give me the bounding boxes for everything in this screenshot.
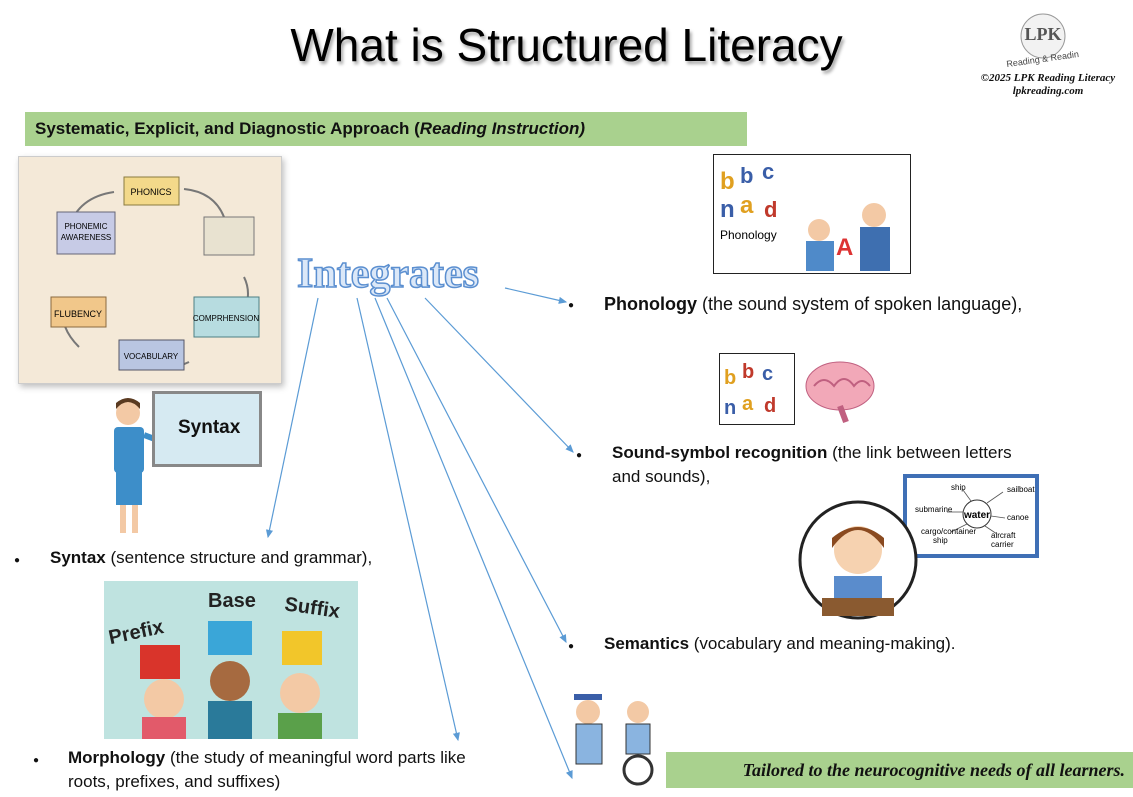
semantics-desc: (vocabulary and meaning-making). (689, 634, 956, 653)
integrates-heading: Integrates (296, 250, 479, 298)
bullet-syntax: Syntax (sentence structure and grammar), (50, 546, 470, 570)
bullet-dot: ● (568, 300, 575, 311)
svg-text:cargo/container: cargo/container (921, 527, 976, 536)
phonology-image-label: Phonology (720, 228, 777, 242)
syntax-board-label: Syntax (178, 417, 241, 438)
bullet-dot: ● (14, 555, 21, 566)
base-label: Base (208, 590, 256, 612)
brain-illustration (800, 356, 880, 433)
svg-text:ship: ship (933, 536, 948, 545)
letters-illustration: b b c n a d (719, 353, 795, 425)
bullet-dot: ● (576, 450, 583, 461)
syntax-board (152, 391, 262, 467)
suffix-label: Suffix (283, 593, 341, 623)
svg-text:VOCABULARY: VOCABULARY (124, 352, 179, 361)
sound-symbol-term: Sound-symbol recognition (612, 443, 828, 462)
svg-text:PHONEMIC: PHONEMIC (64, 222, 107, 231)
svg-text:b: b (740, 163, 753, 188)
bullet-dot: ● (568, 641, 575, 652)
svg-text:c: c (762, 159, 774, 184)
svg-text:A: A (836, 234, 853, 261)
svg-text:d: d (764, 197, 777, 222)
approach-banner: Systematic, Explicit, and Diagnostic App… (25, 112, 747, 146)
website-line: lpkreading.com (1012, 85, 1084, 97)
svg-text:a: a (740, 192, 754, 219)
teacher-illustration (104, 395, 164, 545)
svg-text:b: b (720, 168, 735, 195)
svg-text:LPK: LPK (1024, 24, 1061, 44)
copyright-notice: ©2025 LPK Reading Literacy lpkreading.co… (968, 72, 1128, 98)
word-map: water ship sailboat submarine canoe carg… (907, 478, 1035, 554)
phonology-term: Phonology (604, 294, 697, 314)
reading-cycle-diagram: PHONICS PHONEMIC AWARENESS FLUBENCY COMP… (18, 156, 282, 384)
syntax-desc: (sentence structure and grammar), (105, 548, 373, 567)
svg-text:n: n (724, 397, 736, 419)
phonology-illustration: b b c n a d Phonology A (713, 154, 911, 274)
svg-text:submarine: submarine (915, 505, 953, 514)
svg-text:AWARENESS: AWARENESS (61, 233, 112, 242)
bullet-sound-symbol: Sound-symbol recognition (the link betwe… (612, 441, 1032, 489)
semantics-term: Semantics (604, 634, 690, 653)
banner-text: Systematic, Explicit, and Diagnostic App… (35, 119, 420, 138)
prefix-label: Prefix (107, 616, 166, 649)
svg-text:b: b (724, 367, 736, 389)
svg-text:canoe: canoe (1007, 513, 1029, 522)
tailored-banner: Tailored to the neurocognitive needs of … (666, 752, 1133, 788)
svg-text:sailboat: sailboat (1007, 485, 1035, 494)
svg-text:a: a (742, 393, 754, 415)
morphology-desc: (the study of meaningful word parts like… (68, 748, 466, 791)
svg-text:aircraft: aircraft (991, 531, 1016, 540)
page-title: What is Structured Literacy (290, 19, 843, 71)
banner-italic: Reading Instruction) (419, 119, 586, 138)
bullet-phonology: Phonology (the sound system of spoken la… (604, 291, 1034, 317)
graduates-illustration (566, 690, 666, 795)
svg-text:b: b (742, 361, 754, 383)
copyright-line: ©2025 LPK Reading Literacy (980, 72, 1116, 84)
bullet-semantics: Semantics (vocabulary and meaning-making… (604, 632, 1024, 656)
lpk-logo: LPK Reading & Readin (1003, 8, 1083, 69)
bullet-morphology: Morphology (the study of meaningful word… (68, 746, 498, 794)
svg-text:d: d (764, 395, 776, 417)
svg-text:carrier: carrier (991, 540, 1014, 549)
syntax-term: Syntax (50, 548, 106, 567)
word-map-center: water (963, 510, 990, 521)
svg-text:FLUBENCY: FLUBENCY (54, 309, 102, 319)
bullet-dot: ● (33, 755, 40, 766)
morphology-puzzle-illustration: Prefix Base Suffix (104, 581, 358, 739)
phonology-desc: (the sound system of spoken language), (697, 294, 1023, 314)
svg-text:ship: ship (951, 483, 966, 492)
svg-text:n: n (720, 196, 735, 223)
sound-symbol-desc: (the link between letters and sounds), (612, 443, 1012, 486)
cycle-phonics: PHONICS (130, 187, 171, 197)
svg-text:COMPRHENSION: COMPRHENSION (193, 314, 259, 323)
svg-text:c: c (762, 363, 773, 385)
morphology-term: Morphology (68, 748, 166, 767)
thinking-girl-illustration (798, 498, 918, 633)
